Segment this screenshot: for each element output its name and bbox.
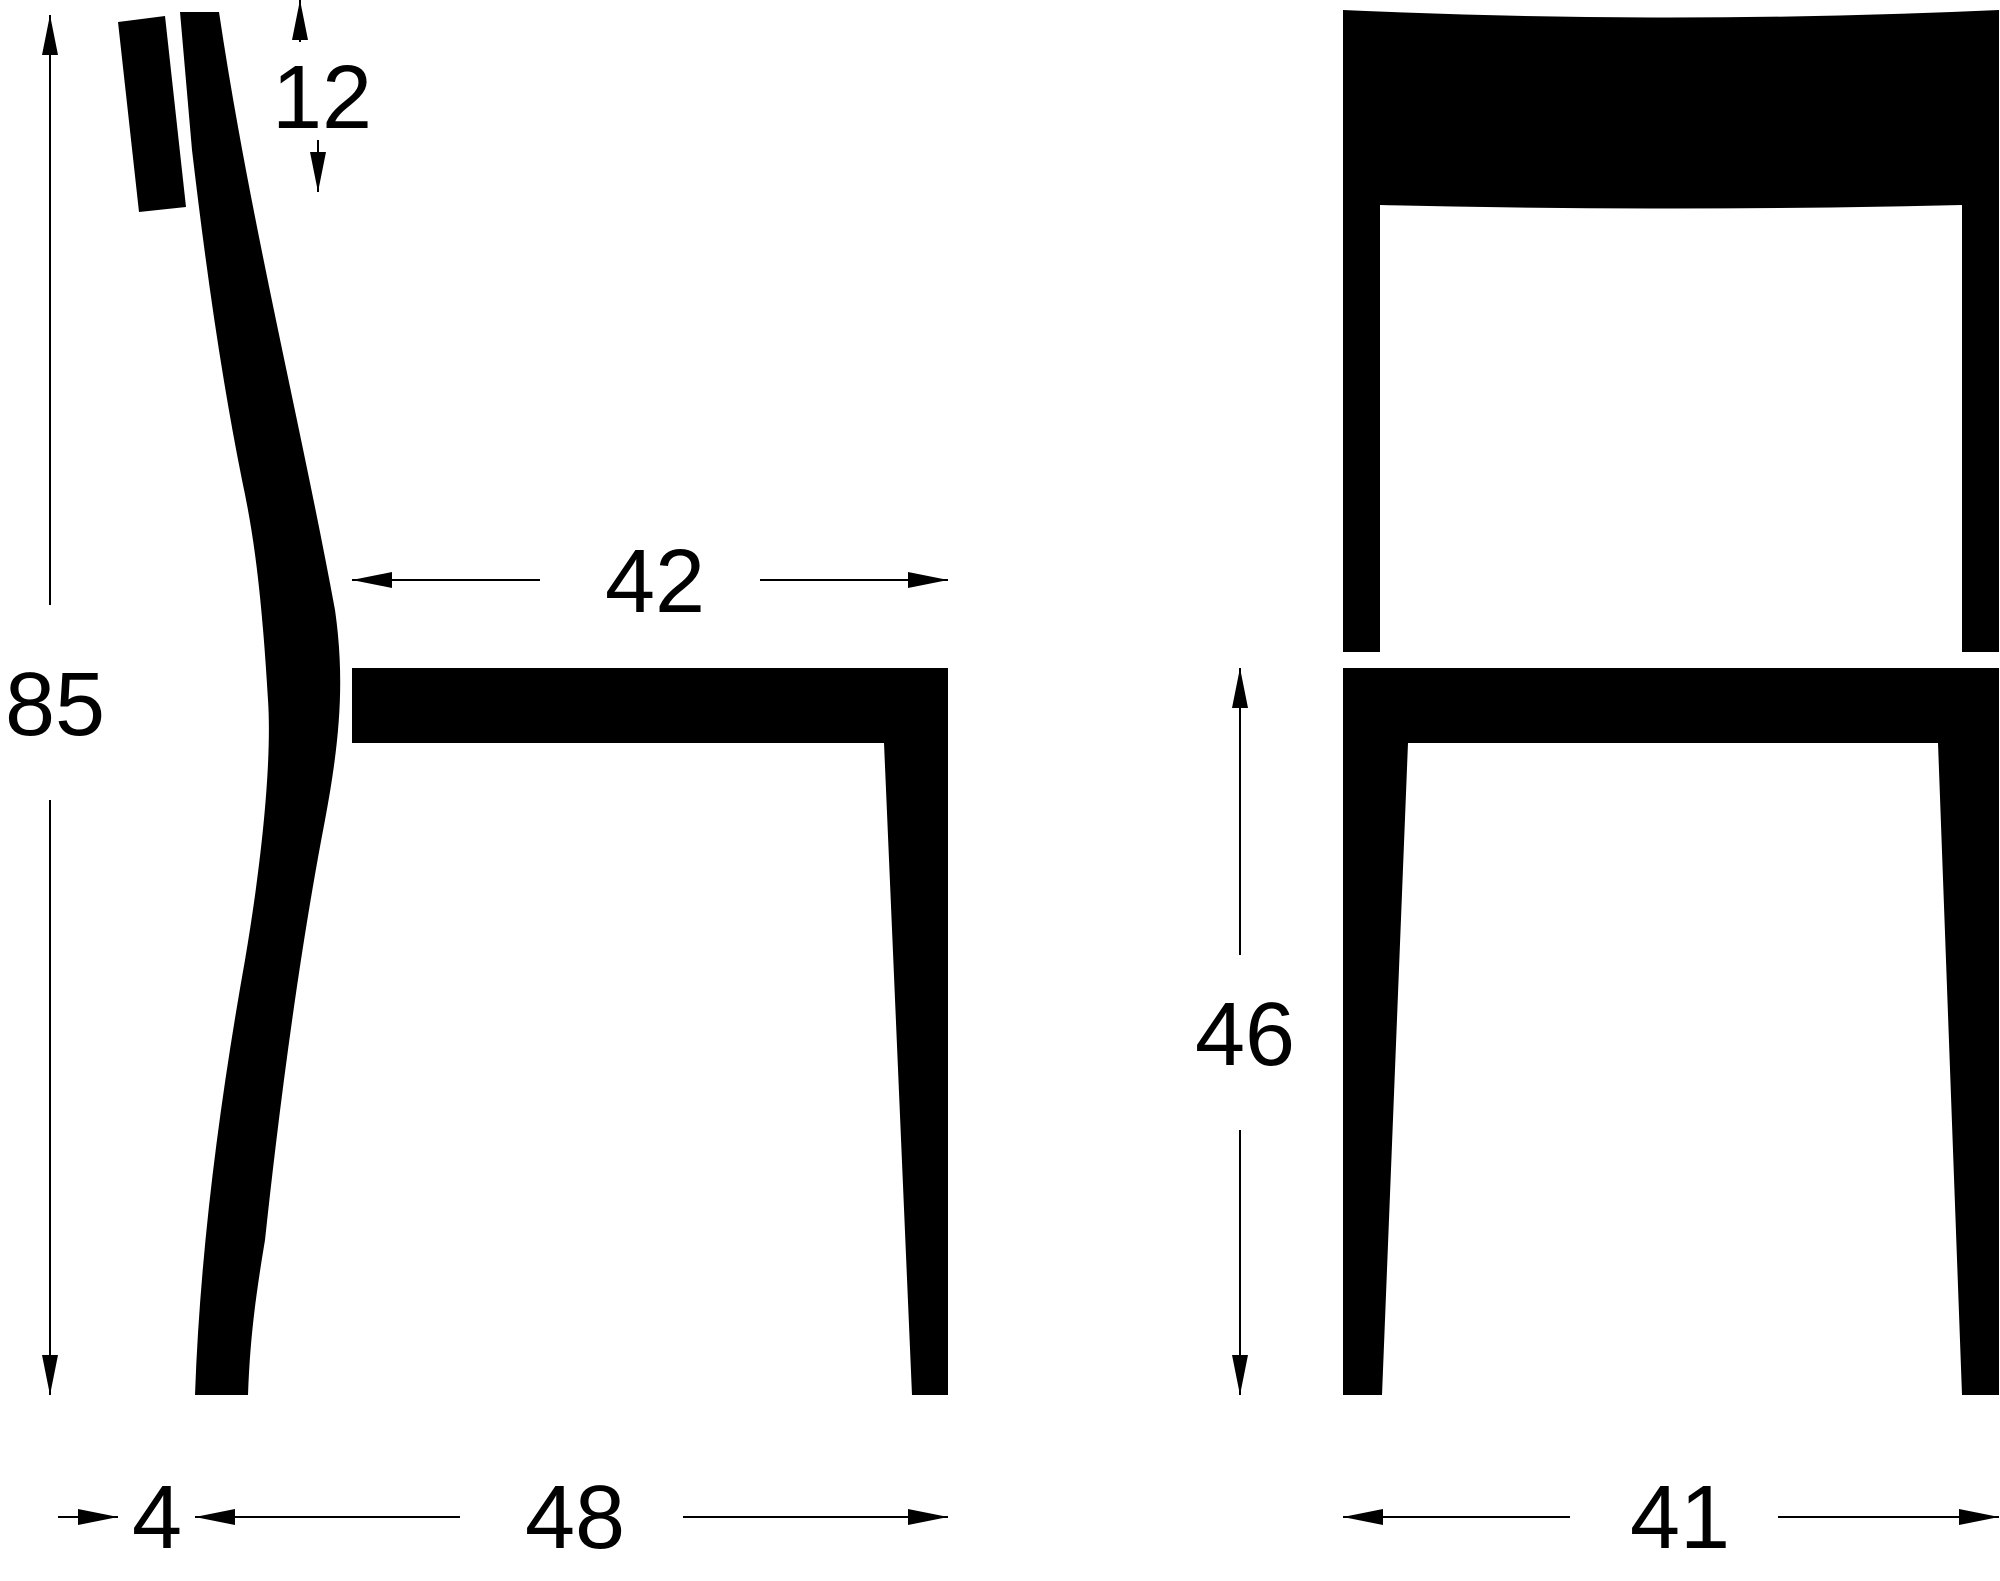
front-backrest-rail	[1343, 10, 1999, 209]
front-backrest-post-left	[1343, 200, 1380, 652]
front-view	[1343, 10, 1999, 1395]
front-seat-legs	[1343, 668, 1999, 1395]
label-overall-width: 41	[1630, 1468, 1730, 1568]
side-headrest	[118, 16, 186, 212]
label-backrest-gap: 12	[272, 48, 372, 148]
side-seat-front-leg	[352, 668, 948, 1395]
label-back-offset: 4	[132, 1468, 182, 1568]
side-view	[118, 12, 948, 1395]
label-total-height: 85	[5, 655, 105, 755]
dimension-lines	[42, 0, 1999, 1525]
label-seat-height: 46	[1195, 985, 1295, 1085]
dimension-labels: 85 12 42 4 48 46 41	[5, 48, 1730, 1568]
front-backrest-post-right	[1962, 200, 1999, 652]
label-overall-depth: 48	[525, 1468, 625, 1568]
side-backrest-leg	[180, 12, 341, 1395]
label-seat-depth: 42	[605, 532, 705, 632]
